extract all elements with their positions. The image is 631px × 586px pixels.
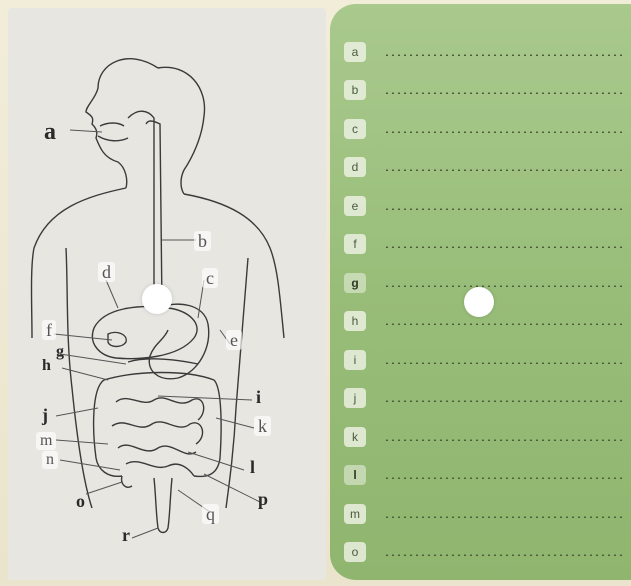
diagram-label-k: k xyxy=(254,416,271,436)
diagram-label-c: c xyxy=(202,268,218,288)
diagram-label-i: i xyxy=(256,388,261,406)
answer-letter: b xyxy=(344,80,366,100)
answer-letter: j xyxy=(344,388,366,408)
answer-row-d: d xyxy=(344,156,626,178)
diagram-label-e: e xyxy=(226,330,242,350)
diagram-label-l: l xyxy=(250,458,255,476)
diagram-label-q: q xyxy=(202,504,219,524)
answer-row-i: i xyxy=(344,349,626,371)
answer-blank[interactable] xyxy=(384,554,626,556)
answer-row-b: b xyxy=(344,79,626,101)
diagram-label-f: f xyxy=(42,320,56,340)
answer-letter: m xyxy=(344,504,366,524)
diagram-label-p: p xyxy=(258,490,268,508)
answer-row-a: a xyxy=(344,41,626,63)
answer-letter: g xyxy=(344,273,366,293)
answer-blank[interactable] xyxy=(384,439,626,441)
answer-blank[interactable] xyxy=(384,54,626,56)
answer-letter: e xyxy=(344,196,366,216)
answer-blank[interactable] xyxy=(384,131,626,133)
diagram-label-h: h xyxy=(42,358,51,374)
marker-dot xyxy=(142,284,172,314)
answer-blank[interactable] xyxy=(384,208,626,210)
answer-blank[interactable] xyxy=(384,246,626,248)
diagram-label-o: o xyxy=(76,492,85,510)
answer-letter: i xyxy=(344,350,366,370)
diagram-label-g: g xyxy=(56,344,64,360)
answer-letter: a xyxy=(344,42,366,62)
diagram-label-m: m xyxy=(36,432,56,450)
answer-letter: o xyxy=(344,542,366,562)
answer-blank[interactable] xyxy=(384,516,626,518)
answer-row-o: o xyxy=(344,541,626,563)
answer-letter: k xyxy=(344,427,366,447)
diagram-label-n: n xyxy=(42,451,58,469)
answer-letter: f xyxy=(344,234,366,254)
diagram-label-a: a xyxy=(44,120,56,144)
answer-letter: h xyxy=(344,311,366,331)
answer-blank[interactable] xyxy=(384,323,626,325)
answer-letter: l xyxy=(344,465,366,485)
diagram-label-b: b xyxy=(194,231,211,251)
answer-blank[interactable] xyxy=(384,400,626,402)
answer-row-f: f xyxy=(344,233,626,255)
answer-letter: c xyxy=(344,119,366,139)
answer-row-c: c xyxy=(344,118,626,140)
answer-row-k: k xyxy=(344,426,626,448)
answer-blank[interactable] xyxy=(384,477,626,479)
answer-blank[interactable] xyxy=(384,169,626,171)
answer-blank[interactable] xyxy=(384,92,626,94)
answer-row-l: l xyxy=(344,464,626,486)
answer-blank[interactable] xyxy=(384,285,626,287)
answer-row-m: m xyxy=(344,503,626,525)
digestive-system-diagram: a b d c e f g h i j k m n l o p q r xyxy=(8,8,326,580)
answer-blank[interactable] xyxy=(384,362,626,364)
marker-dot xyxy=(464,287,494,317)
diagram-label-j: j xyxy=(42,406,48,424)
diagram-label-d: d xyxy=(98,262,115,282)
answer-row-e: e xyxy=(344,195,626,217)
answer-row-j: j xyxy=(344,387,626,409)
answer-letter: d xyxy=(344,157,366,177)
diagram-label-r: r xyxy=(122,526,130,544)
answer-sheet: a b c d e f g h xyxy=(330,4,631,580)
